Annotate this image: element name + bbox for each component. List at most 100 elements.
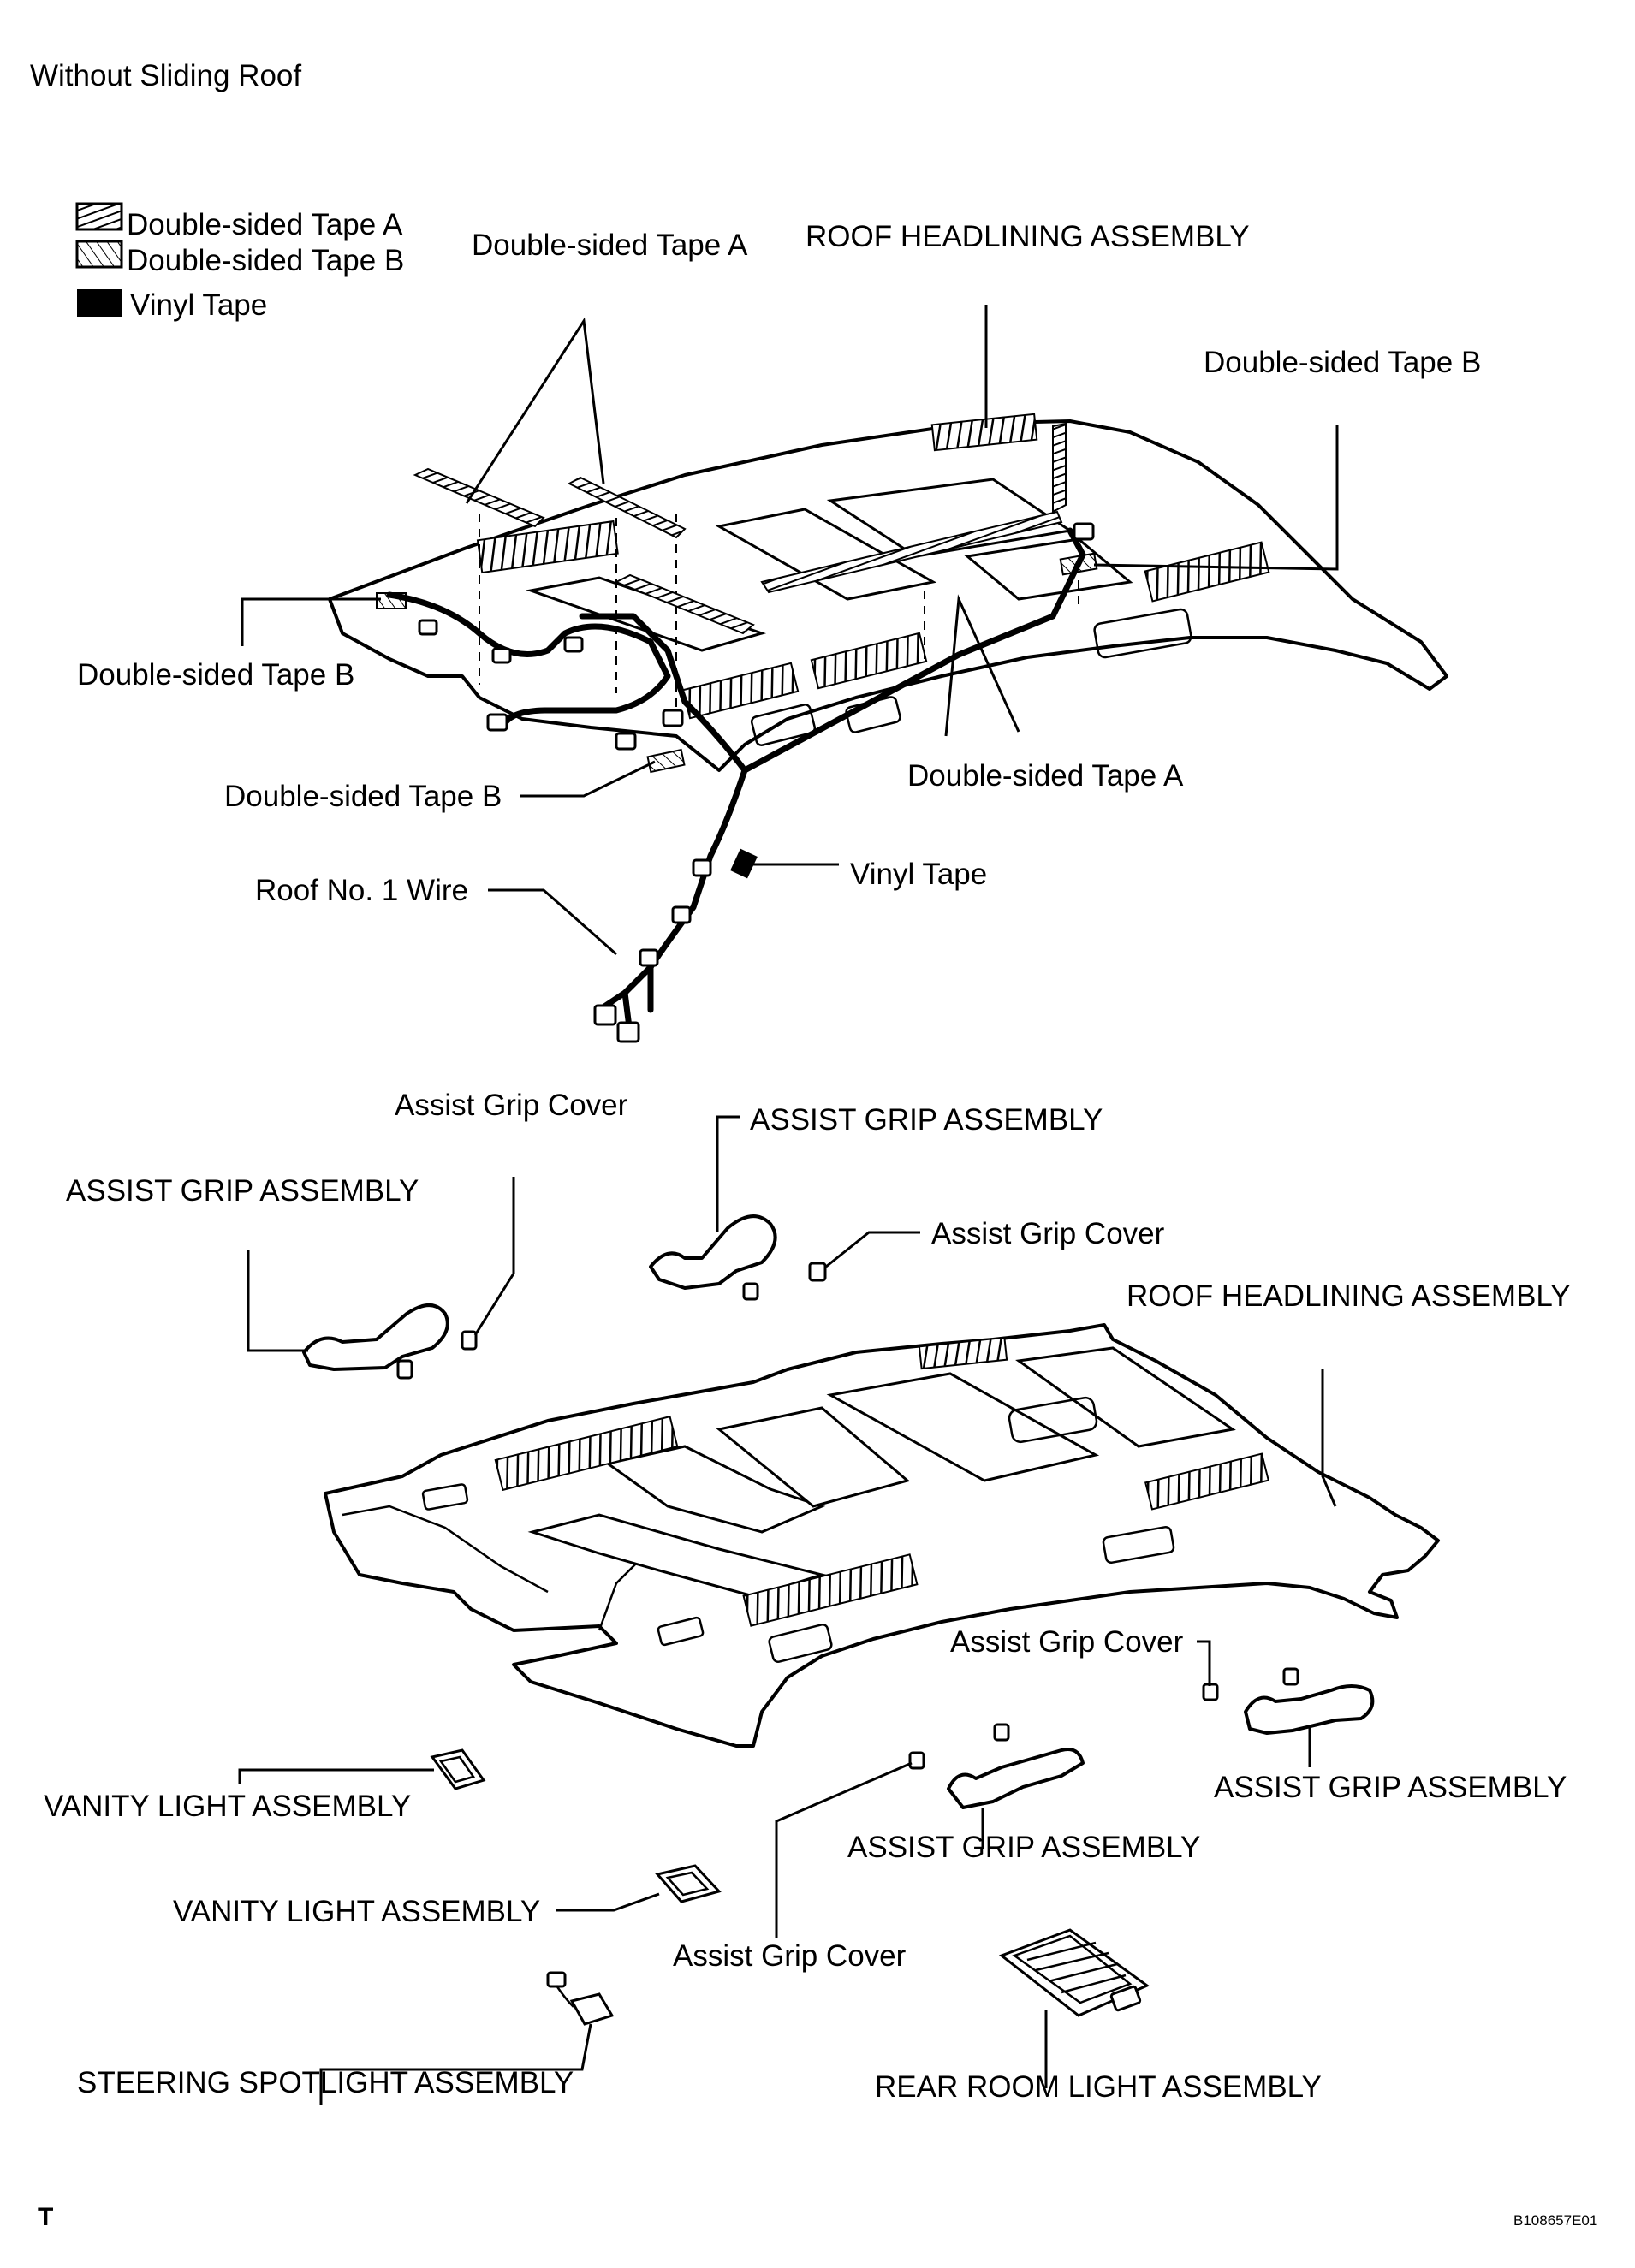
spotlight-wire xyxy=(555,1985,574,2008)
lower-leader-lines xyxy=(238,1115,1337,2105)
vanity-light-lens xyxy=(665,1871,710,1897)
harness-connector xyxy=(671,905,692,924)
leader-grip-cover-right xyxy=(825,1231,920,1268)
label-grip-cover-bottom: Assist Grip Cover xyxy=(673,1939,907,1973)
roof-wire-harness xyxy=(386,527,1086,1013)
legend-label-vinyl: Vinyl Tape xyxy=(130,288,267,322)
assist-grip-clip xyxy=(993,1723,1010,1742)
legend-swatch-tape-b xyxy=(75,240,123,269)
room-light-connector xyxy=(1109,1985,1142,2012)
room-light-detail xyxy=(1012,1934,1133,2004)
harness-connector xyxy=(692,858,712,877)
lower-panel-5 xyxy=(1015,1346,1236,1448)
tape-b-patch-2 xyxy=(646,748,686,774)
assist-grip-handle xyxy=(302,1303,449,1371)
leader-tape-b-right xyxy=(1093,425,1339,571)
tape-a-strip-3 xyxy=(614,573,755,635)
leader-tape-b-lower xyxy=(520,760,656,798)
harness-connector xyxy=(491,647,512,664)
harness-connector xyxy=(593,1004,617,1026)
harness-connector xyxy=(615,732,637,751)
upper-rib-2 xyxy=(1144,541,1270,603)
harness-connector xyxy=(616,1021,640,1043)
tape-a-strip-1 xyxy=(413,467,545,528)
upper-cutout-1 xyxy=(1093,608,1192,659)
lower-headlining-drawing xyxy=(324,1323,1440,1748)
label-grip-cover-mid: Assist Grip Cover xyxy=(950,1625,1184,1659)
rear-room-light xyxy=(998,1928,1150,2017)
label-tape-b-right: Double-sided Tape B xyxy=(1204,346,1481,379)
vanity-light-lens xyxy=(438,1755,476,1784)
label-vinyl-tape: Vinyl Tape xyxy=(850,858,987,891)
leader-vanity-light-1 xyxy=(238,1768,434,1784)
assist-grip-top xyxy=(649,1214,827,1301)
upper-rib-4 xyxy=(810,632,928,690)
page-title: Without Sliding Roof xyxy=(30,59,301,92)
label-tape-b-left: Double-sided Tape B xyxy=(77,658,354,692)
label-tape-a-mid: Double-sided Tape A xyxy=(907,759,1184,793)
label-tape-b-lower: Double-sided Tape B xyxy=(224,780,502,813)
assist-grip-middle xyxy=(908,1723,1085,1809)
label-roof-wire: Roof No. 1 Wire xyxy=(255,874,468,907)
label-vanity-light-1: VANITY LIGHT ASSEMBLY xyxy=(44,1790,411,1823)
lower-vanity-recess-1 xyxy=(421,1483,469,1511)
label-tape-a-top: Double-sided Tape A xyxy=(472,229,748,262)
spotlight-connector xyxy=(546,1971,567,1988)
room-light-texture xyxy=(1026,1941,1127,1994)
legend-swatch-tape-a xyxy=(75,202,123,231)
legend-label-tape-b: Double-sided Tape B xyxy=(127,244,404,277)
lower-panel-4 xyxy=(826,1372,1100,1482)
lower-rib-4 xyxy=(918,1336,1008,1370)
label-grip-asm-right: ASSIST GRIP ASSEMBLY xyxy=(1214,1771,1567,1804)
leader-steering-spotlight xyxy=(319,2023,592,2105)
lower-rib-2 xyxy=(742,1553,919,1627)
label-grip-asm-top: ASSIST GRIP ASSEMBLY xyxy=(750,1103,1103,1137)
label-steering-spotlight: STEERING SPOTLIGHT ASSEMBLY xyxy=(77,2066,574,2099)
leader-vanity-light-2 xyxy=(556,1892,660,1912)
lower-rib-3 xyxy=(1144,1452,1270,1511)
label-rear-room-light: REAR ROOM LIGHT ASSEMBLY xyxy=(875,2070,1322,2104)
legend-swatch-vinyl xyxy=(77,289,122,317)
upper-rib-5 xyxy=(930,413,1038,452)
label-grip-cover-top: Assist Grip Cover xyxy=(395,1089,628,1122)
harness-connector xyxy=(418,619,438,636)
tape-a-strip-vertical xyxy=(1052,422,1067,514)
vinyl-tape-piece xyxy=(730,848,758,879)
leader-grip-cover-mid xyxy=(1197,1640,1211,1686)
label-grip-asm-left: ASSIST GRIP ASSEMBLY xyxy=(66,1174,419,1208)
lower-rib-1 xyxy=(494,1415,679,1492)
assist-grip-handle xyxy=(1244,1684,1375,1735)
legend-label-tape-a: Double-sided Tape A xyxy=(127,208,403,241)
steering-spotlight xyxy=(546,1971,615,2026)
harness-connector xyxy=(1073,522,1095,541)
tape-a-strip-long xyxy=(760,510,1063,594)
label-grip-cover-right: Assist Grip Cover xyxy=(931,1217,1165,1250)
leader-grip-asm-left xyxy=(247,1250,308,1352)
leader-tape-a-mid xyxy=(944,594,1020,737)
room-light-body xyxy=(998,1928,1150,2017)
legend: Double-sided Tape A Double-sided Tape B … xyxy=(75,202,404,322)
assist-grip-left xyxy=(302,1303,478,1380)
tape-a-strip-2 xyxy=(567,476,687,539)
vanity-light-body xyxy=(430,1748,486,1790)
assist-grip-cover-part xyxy=(908,1751,925,1770)
upper-cutout-2 xyxy=(750,704,817,746)
assist-grip-handle xyxy=(649,1214,777,1290)
harness-connector xyxy=(662,709,684,727)
lower-panel-3 xyxy=(716,1406,911,1508)
label-headlining-lower: ROOF HEADLINING ASSEMBLY xyxy=(1127,1279,1571,1313)
corner-mark: T xyxy=(38,2203,53,2231)
harness-connector xyxy=(486,713,508,732)
leader-grip-cover-bottom xyxy=(775,1761,913,1938)
figure-code: B108657E01 xyxy=(1513,2212,1597,2229)
assist-grip-cover-part xyxy=(461,1330,478,1351)
lower-grip-recess xyxy=(1008,1396,1098,1444)
leader-tape-b-left xyxy=(241,597,381,646)
assist-grip-handle xyxy=(947,1748,1085,1809)
harness-connector xyxy=(639,948,659,967)
lower-clip-slot xyxy=(1102,1525,1175,1564)
assist-grip-clip xyxy=(1282,1667,1299,1686)
assist-grip-cover-part xyxy=(808,1262,827,1282)
vanity-light-1 xyxy=(430,1748,486,1790)
